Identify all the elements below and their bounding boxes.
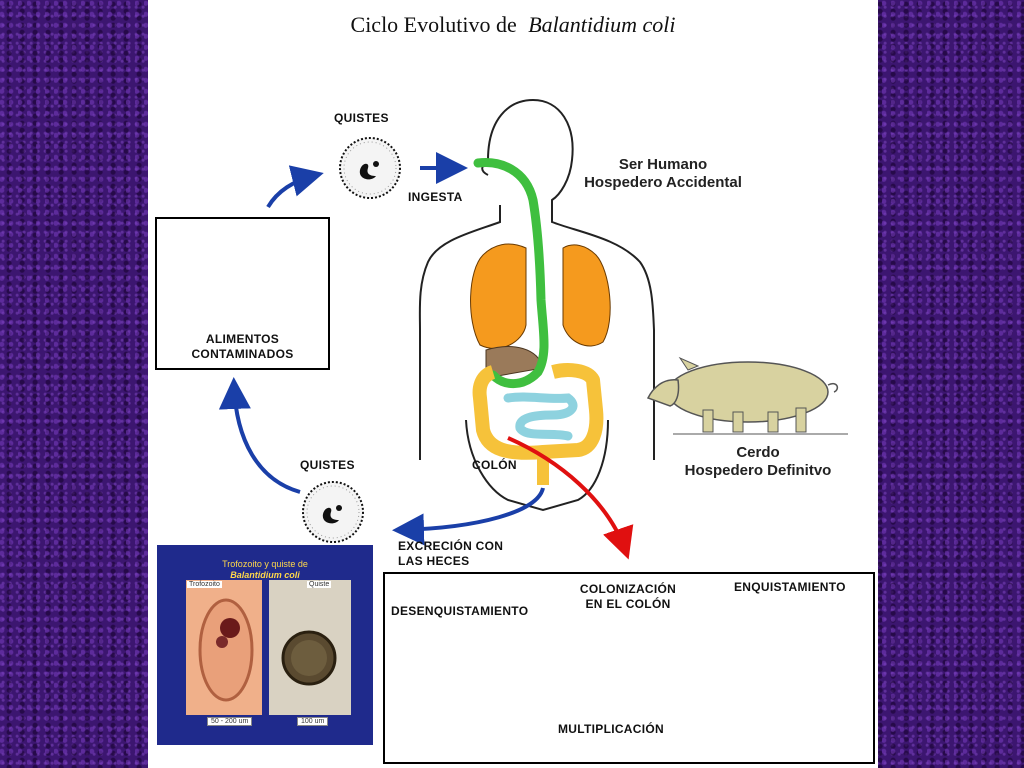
pig-illustration — [646, 356, 848, 435]
scale-left: 50 - 200 um — [207, 717, 253, 726]
label-colon: COLÓN — [472, 458, 517, 472]
title-text: Ciclo Evolutivo de — [350, 12, 517, 37]
intestinal-phase-box — [383, 572, 875, 764]
cyst-photo — [269, 580, 351, 715]
contaminated-food-box — [155, 217, 330, 370]
label-desenquistamiento: DESENQUISTAMIENTO — [391, 604, 529, 618]
trophozoite-photo — [186, 580, 262, 715]
micrograph-panel: Trofozoito y quiste de Balantidium coli … — [157, 545, 373, 745]
slide-canvas: Ciclo Evolutivo de Balantidium coli — [148, 0, 878, 768]
arrow-food-to-cyst — [266, 165, 324, 209]
food-label: ALIMENTOS CONTAMINADOS — [155, 332, 330, 362]
human-host-line2: Hospedero Accidental — [584, 174, 742, 191]
label-colonizacion: COLONIZACIÓN EN EL COLÓN — [558, 582, 698, 612]
human-body-illustration — [418, 98, 655, 512]
scale-right: 100 um — [297, 717, 329, 726]
human-host-line1: Ser Humano — [618, 156, 708, 173]
micrograph-caption-line2: Balantidium coli — [230, 570, 300, 580]
food-label-line2: CONTAMINADOS — [191, 347, 294, 361]
pig-host-line1: Cerdo — [736, 444, 780, 461]
label-enquistamiento: ENQUISTAMIENTO — [734, 580, 846, 594]
arrow-excretion — [392, 487, 545, 546]
esophagus-stomach — [473, 158, 549, 389]
trophozoite-tag: Trofozoito — [187, 581, 222, 588]
excretion-line2: LAS HECES — [398, 554, 470, 568]
excretion-line1: EXCRECIÓN CON — [398, 539, 504, 553]
pig-host-line2: Hospedero Definitvo — [684, 462, 832, 479]
small-intestine-illustration — [503, 392, 578, 441]
cyst-tag: Quiste — [307, 581, 332, 588]
page-title: Ciclo Evolutivo de Balantidium coli — [148, 12, 878, 38]
pig-host-label: Cerdo Hospedero Definitvo — [668, 444, 848, 480]
colonizacion-line1: COLONIZACIÓN — [579, 582, 677, 596]
lungs-illustration — [470, 243, 611, 349]
excretion-label: EXCRECIÓN CON LAS HECES — [398, 539, 503, 569]
cyst-top — [339, 137, 401, 199]
cyst-bottom — [302, 481, 364, 543]
label-ingesta: INGESTA — [408, 190, 463, 204]
label-multiplicacion: MULTIPLICACIÓN — [558, 722, 664, 736]
label-quistes-bottom: QUISTES — [300, 458, 355, 472]
title-species: Balantidium coli — [528, 12, 676, 37]
label-quistes-top: QUISTES — [334, 111, 389, 125]
arrow-infection-colon — [507, 436, 634, 560]
arrow-cyst-to-food — [218, 377, 301, 494]
colonizacion-line2: EN EL COLÓN — [585, 597, 671, 611]
food-label-line1: ALIMENTOS — [205, 332, 280, 346]
micrograph-caption-line1: Trofozoito y quiste de — [222, 559, 308, 569]
human-host-label: Ser Humano Hospedero Accidental — [568, 156, 758, 192]
